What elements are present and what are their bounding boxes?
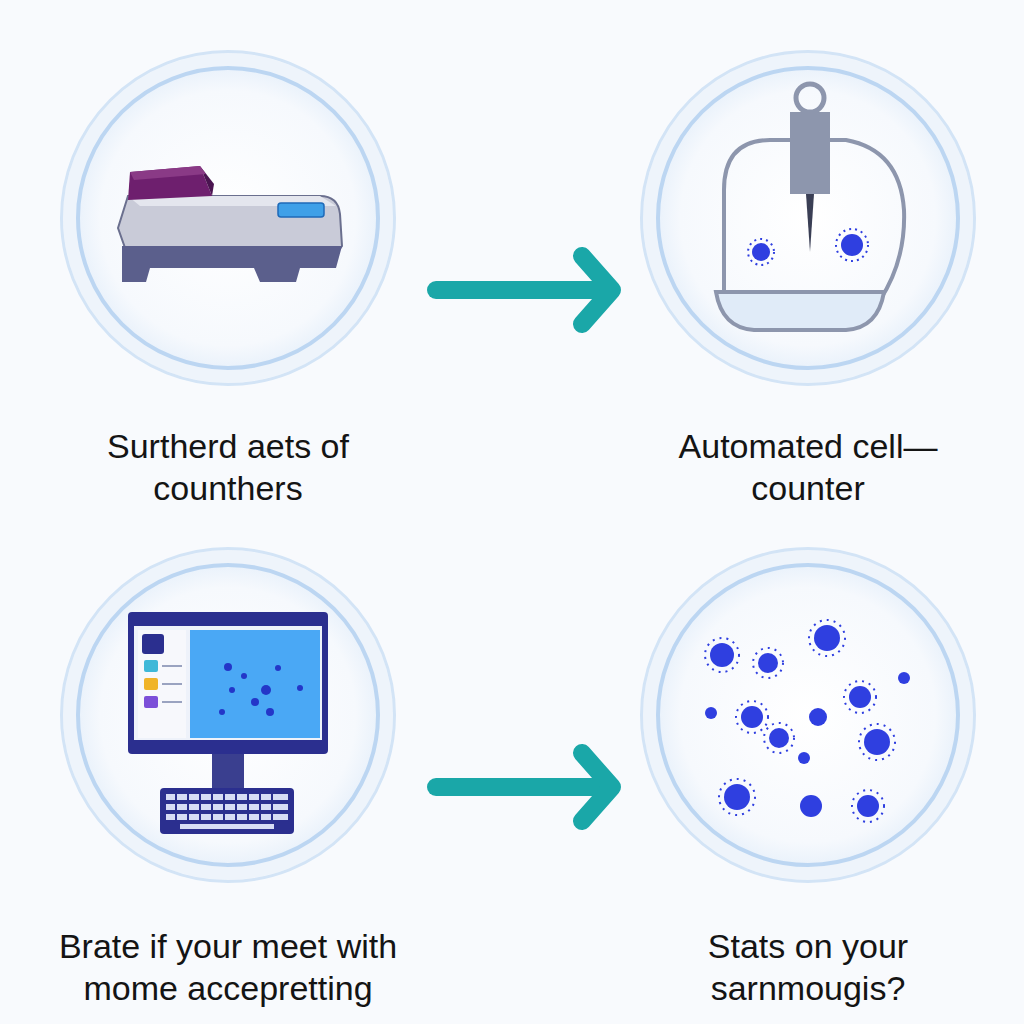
circle-outline: [640, 50, 976, 386]
cell-counter-drawing: [716, 84, 904, 330]
node-label: Stats on your sarnmougis?: [628, 925, 988, 1009]
circle-outline: [60, 50, 396, 386]
cells-drawing: [705, 620, 910, 822]
node-label: Surtherd aets of counthers: [73, 425, 383, 509]
computer-drawing: [128, 612, 328, 834]
flow-arrow: [436, 753, 612, 821]
node-label: Automated cell— counter: [658, 425, 958, 509]
flow-arrow: [436, 256, 612, 324]
circle-outline: [640, 547, 976, 883]
counter-device: [118, 166, 342, 282]
circle-grounds: [63, 53, 973, 880]
circle-outline: [60, 547, 396, 883]
node-label: Brate if your meet with mome acceprettin…: [13, 925, 443, 1009]
